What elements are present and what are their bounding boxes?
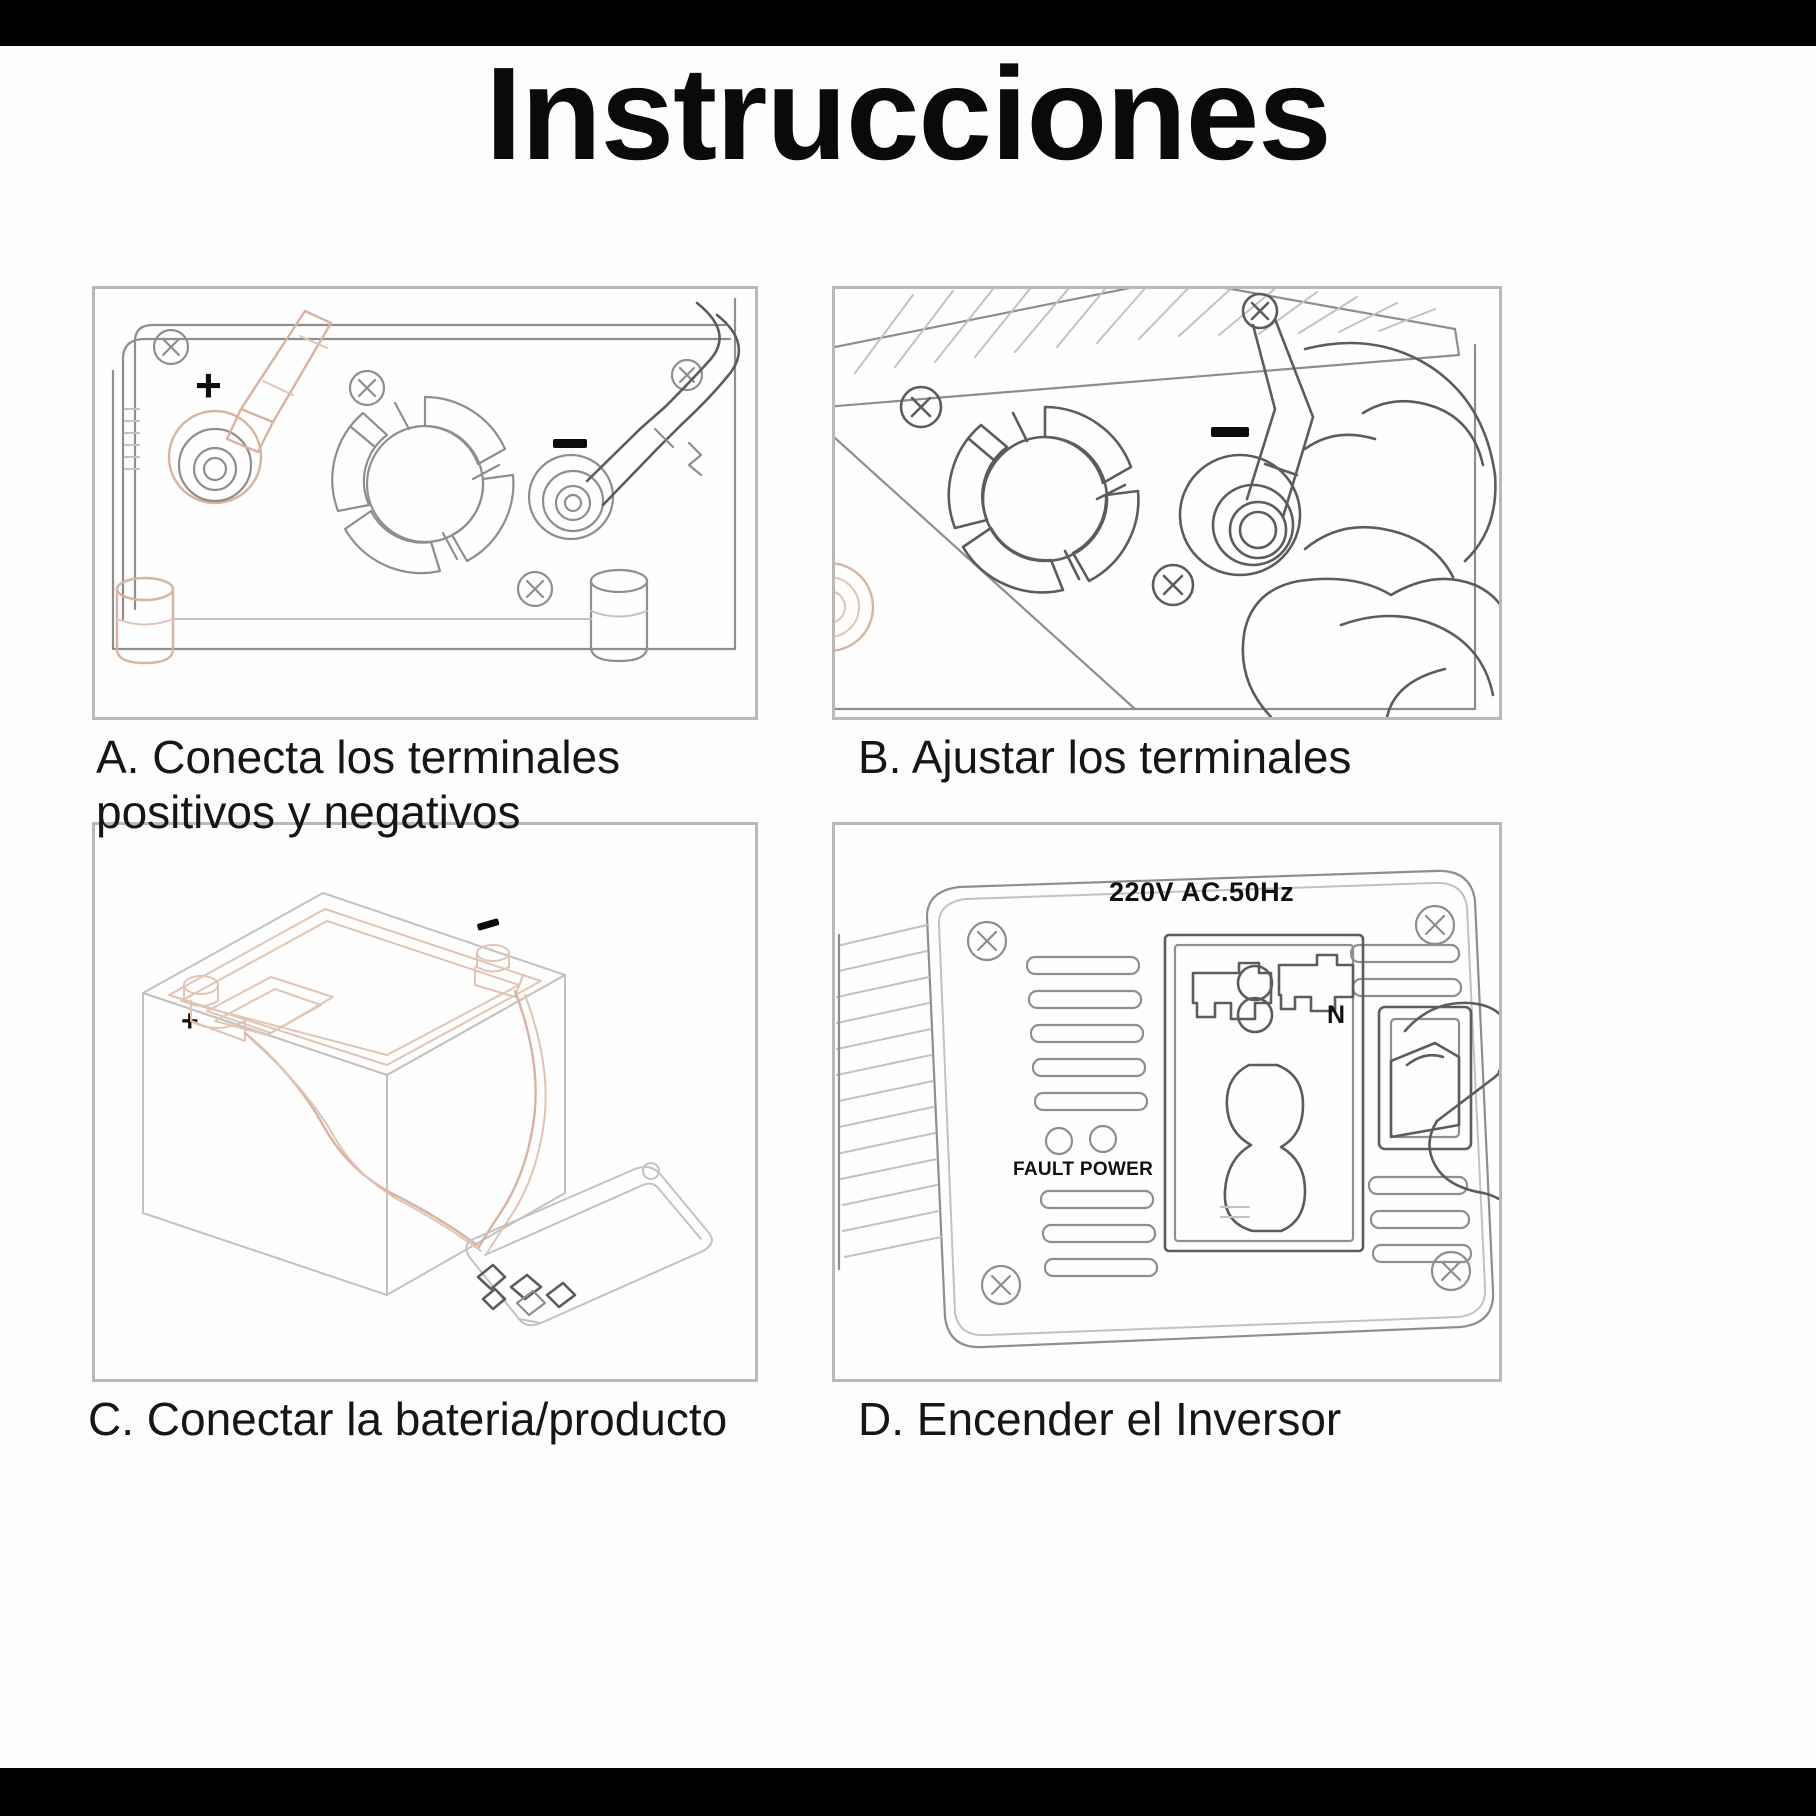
chassis-body [835,343,1477,711]
panel-d-power-on-inverter: 220V AC.50Hz [832,822,1502,1382]
illustration-connect-battery: + [142,892,713,1327]
cable-grommet-right [589,568,649,663]
car-battery-icon [142,892,566,1296]
positive-terminal-post [167,409,263,505]
phillips-screw-icon [348,369,386,407]
terminal-clamp-negative [474,966,524,998]
phillips-screw-icon [516,570,554,608]
fan-grille-icon [331,395,515,575]
inverter-front-body [925,869,1495,1349]
phillips-screw-icon [966,920,1008,962]
hand-icon [1241,341,1499,717]
negative-terminal-post [1178,453,1302,577]
letterbox-top-bar [0,0,1816,46]
right-vent-slots [1349,943,1473,1264]
voltage-label: 220V AC.50Hz [1109,877,1294,907]
led-indicator-fault [1044,1126,1074,1156]
inverter-rear-plate [111,297,737,651]
vent-fins [835,289,1461,408]
negative-cable [1245,317,1315,519]
negative-battery-post [476,944,510,973]
hand-icon [1403,1001,1499,1201]
caption-step-a: A. Conecta los terminales positivos y ne… [96,731,621,838]
negative-cable [585,301,741,507]
phillips-screw-icon [152,328,190,366]
minus-sign-icon [477,918,500,931]
chassis-edge [835,436,1137,711]
illustration-connect-terminals: + [111,297,741,665]
letterbox-bottom-bar [0,1768,1816,1816]
minus-sign-icon [553,439,587,448]
caption-step-c: C. Conectar la bateria/producto [88,1393,728,1445]
minus-sign-icon [1211,427,1249,437]
illustration-tighten-terminals [835,289,1499,717]
heat-sink-fins [836,924,942,1271]
positive-ring-lug-and-cable [225,309,333,454]
phillips-screw-icon [670,358,704,392]
led-indicator-power [1088,1124,1118,1154]
terminal-clamp-positive [190,1000,246,1042]
secondary-terminal-faded [835,562,875,652]
left-side-ribs [124,408,140,470]
page-title: Instrucciones [485,40,1331,187]
panel-a-connect-terminals: + [92,286,758,720]
panel-b-tighten-terminals [832,286,1502,720]
phillips-screw-icon [1414,904,1456,946]
phillips-screw-icon [1151,563,1195,607]
plus-sign-icon: + [181,1005,199,1038]
panel-c-connect-battery: + [92,822,758,1382]
plus-sign-icon: + [195,359,222,411]
inverter-unit [465,1162,713,1327]
cable-grommet-left [115,576,175,665]
ac-outlet-panel: N [1163,933,1365,1253]
phillips-screw-icon [1241,292,1279,330]
inverter-end-face [476,1263,577,1317]
positive-battery-post [183,975,219,1007]
phillips-screw-icon [1430,1250,1472,1292]
fault-power-label: FAULT POWER [1013,1159,1153,1180]
neutral-label: N [1327,1001,1345,1029]
battery-cables [243,989,547,1254]
phillips-screw-icon [899,385,943,429]
illustration-power-on-inverter: 220V AC.50Hz [836,869,1499,1349]
fan-grille-icon [947,405,1140,594]
negative-terminal-post [527,453,615,541]
left-vent-slots [1025,955,1159,1278]
phillips-screw-icon [980,1264,1022,1306]
caption-step-b: B. Ajustar los terminales [858,731,1352,783]
rocker-switch-icon[interactable] [1377,1005,1473,1151]
caption-step-d: D. Encender el Inversor [858,1393,1342,1445]
